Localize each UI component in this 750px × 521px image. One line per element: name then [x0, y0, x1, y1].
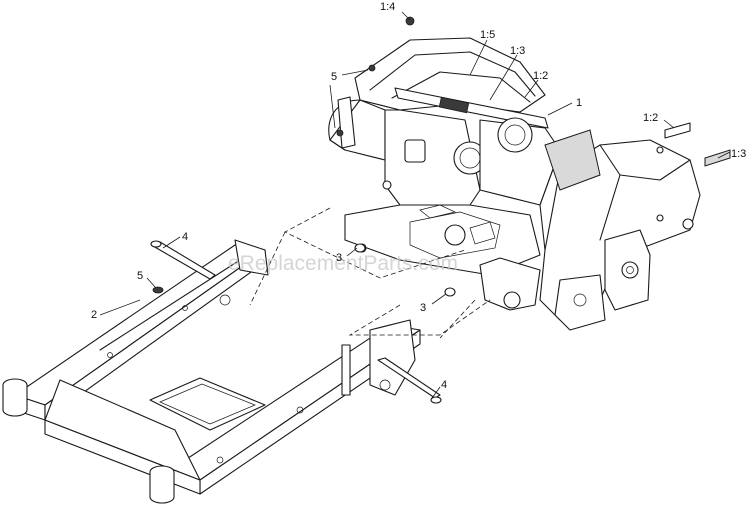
- callout-1-2-top: 1:2: [533, 70, 548, 82]
- callout-1-3-top: 1:3: [510, 45, 525, 57]
- callout-1-2-right: 1:2: [643, 112, 658, 124]
- callout-1-3-right: 1:3: [731, 148, 746, 160]
- bushing-3a: [354, 243, 366, 253]
- callout-4-top: 4: [182, 231, 188, 243]
- bolt-4a: [150, 240, 216, 280]
- nut-5a: [152, 286, 164, 294]
- decal-1-3: [704, 149, 731, 167]
- callout-1-5: 1:5: [480, 29, 495, 41]
- callout-4-bottom: 4: [441, 379, 447, 391]
- leader-lines: [99, 11, 731, 399]
- callout-1: 1: [576, 97, 582, 109]
- upper-frame-assembly: [328, 16, 701, 331]
- callout-5-left: 5: [137, 270, 143, 282]
- callout-2: 2: [91, 309, 97, 321]
- watermark: eReplacementParts.com: [228, 252, 458, 275]
- callout-1-4: 1:4: [380, 1, 395, 13]
- callout-3-bottom: 3: [420, 302, 426, 314]
- callout-5-top: 5: [331, 71, 337, 83]
- decal-1-2: [664, 122, 691, 139]
- lower-frame-assembly: [2, 239, 421, 504]
- callout-3-top: 3: [336, 252, 342, 264]
- bolt-4b: [377, 357, 442, 404]
- callouts: 1:4 1:5 1:3 1:2 1 5 1:2 1:3 4 5 2 3 3 4: [91, 1, 746, 391]
- bushing-3b: [444, 287, 456, 297]
- assembly-lines: [249, 207, 491, 339]
